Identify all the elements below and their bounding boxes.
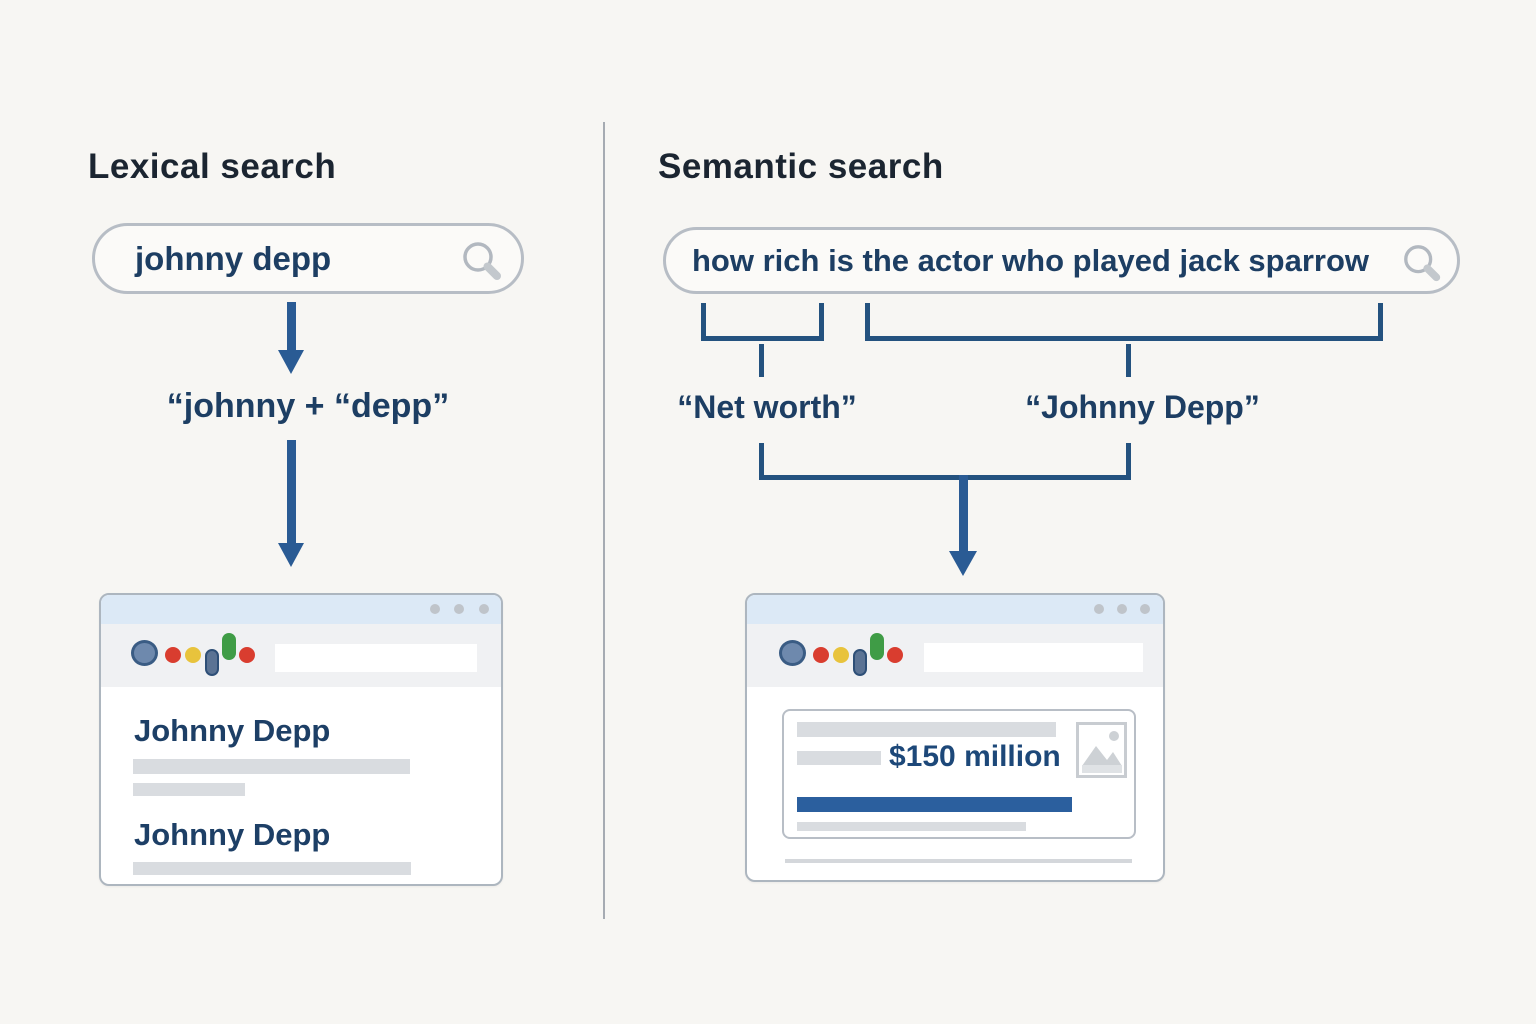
search-icon[interactable] xyxy=(460,239,505,284)
logo-pill-green xyxy=(870,633,884,660)
answer-card: $150 million xyxy=(782,709,1136,839)
logo-pill-green xyxy=(222,633,236,660)
logo-dot-blue-large xyxy=(779,640,806,666)
window-toolbar xyxy=(747,624,1163,687)
arrow-down-icon xyxy=(287,302,296,354)
window-control-dot xyxy=(1117,604,1127,614)
logo-dot-yellow xyxy=(833,647,849,663)
connector-segment xyxy=(1126,443,1131,480)
card-placeholder-bar xyxy=(797,751,881,765)
semantic-query-text: how rich is the actor who played jack sp… xyxy=(692,242,1370,278)
lexical-results-window: Johnny Depp Johnny Depp xyxy=(99,593,503,886)
result-title: Johnny Depp xyxy=(134,713,331,748)
bracket-stub xyxy=(759,344,764,377)
window-control-dot xyxy=(1140,604,1150,614)
arrow-down-icon xyxy=(287,440,296,546)
logo-dot-red xyxy=(165,647,181,663)
logo-dot-red xyxy=(239,647,255,663)
mini-search-bar[interactable] xyxy=(275,644,477,672)
center-divider xyxy=(603,122,605,919)
bracket-segment xyxy=(819,303,824,341)
window-titlebar xyxy=(747,595,1163,624)
bracket-segment xyxy=(865,303,870,341)
bracket-segment xyxy=(1378,303,1383,341)
concept-label-net-worth: “Net worth” xyxy=(677,389,857,425)
mini-search-bar[interactable] xyxy=(924,643,1143,672)
logo-dot-red xyxy=(887,647,903,663)
bracket-segment xyxy=(701,336,824,341)
arrow-down-head-icon xyxy=(949,551,977,576)
result-snippet-bar xyxy=(133,783,245,796)
arrow-down-icon xyxy=(959,475,968,553)
window-control-dot xyxy=(430,604,440,614)
result-title: Johnny Depp xyxy=(134,817,331,852)
lexical-section-title: Lexical search xyxy=(88,147,337,186)
lexical-query-text: johnny depp xyxy=(135,239,332,277)
arrow-down-head-icon xyxy=(278,350,304,374)
window-control-dot xyxy=(479,604,489,614)
logo-pill-navy xyxy=(205,649,219,676)
bracket-stub xyxy=(1126,344,1131,377)
card-placeholder-bar xyxy=(797,722,1056,737)
result-snippet-bar xyxy=(133,862,411,875)
answer-link-bar[interactable] xyxy=(797,797,1072,812)
bracket-segment xyxy=(865,336,1383,341)
semantic-section-title: Semantic search xyxy=(658,147,944,186)
arrow-down-head-icon xyxy=(278,543,304,567)
google-logo xyxy=(131,631,255,681)
window-titlebar xyxy=(101,595,501,624)
google-logo xyxy=(779,631,903,681)
connector-segment xyxy=(759,443,764,480)
window-control-dot xyxy=(1094,604,1104,614)
result-snippet-bar xyxy=(133,759,410,774)
concept-label-johnny-depp: “Johnny Depp” xyxy=(1025,389,1260,425)
image-placeholder-icon xyxy=(1076,722,1127,778)
semantic-search-input[interactable]: how rich is the actor who played jack sp… xyxy=(663,227,1460,294)
card-placeholder-bar xyxy=(797,822,1026,831)
tokenized-query-label: “johnny + “depp” xyxy=(166,387,450,425)
answer-value: $150 million xyxy=(889,740,1061,773)
bracket-segment xyxy=(701,303,706,341)
connector-segment xyxy=(759,475,1131,480)
page-divider-line xyxy=(785,859,1132,863)
lexical-search-input[interactable]: johnny depp xyxy=(92,223,524,294)
logo-dot-blue-large xyxy=(131,640,158,666)
logo-pill-navy xyxy=(853,649,867,676)
search-icon[interactable] xyxy=(1401,242,1444,285)
window-control-dot xyxy=(454,604,464,614)
logo-dot-yellow xyxy=(185,647,201,663)
logo-dot-red xyxy=(813,647,829,663)
window-toolbar xyxy=(101,624,501,687)
semantic-results-window: $150 million xyxy=(745,593,1165,882)
